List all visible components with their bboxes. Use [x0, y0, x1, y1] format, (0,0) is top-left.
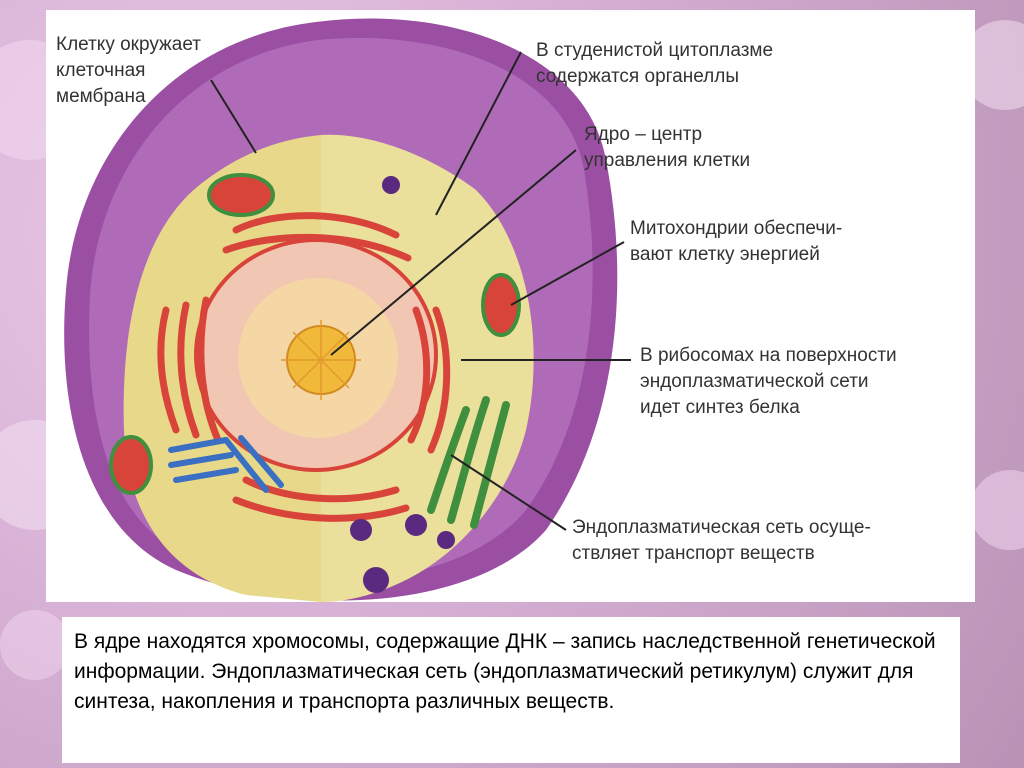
label-er: Эндоплазматическая сеть осуще- ствляет т… [572, 517, 871, 564]
mitochondrion [207, 173, 275, 217]
mitochondria [109, 173, 521, 495]
vesicles [350, 176, 455, 593]
mitochondrion [109, 435, 153, 495]
blossom [0, 610, 70, 680]
rough-er [157, 212, 451, 522]
label-nucleus: Ядро – центр управления клетки [584, 124, 751, 171]
label-ribosomes: В рибосомах на поверхности эндоплазматич… [640, 345, 897, 418]
label-mitochondria: Митохондрии обеспечи- вают клетку энерги… [630, 218, 843, 265]
chromatin-rays [281, 320, 361, 400]
blossom [970, 470, 1024, 550]
leader-lines [210, 51, 631, 531]
smooth-er [427, 396, 510, 529]
mitochondrion [481, 273, 521, 337]
caption-box: В ядре находятся хромосомы, содержащие Д… [62, 617, 960, 763]
cell-diagram-panel: Клетку окружает клеточная мембрана В сту… [46, 10, 975, 602]
cell-diagram [64, 18, 631, 602]
label-membrane: Клетку окружает клеточная мембрана [56, 34, 201, 107]
label-cytoplasm: В студенистой цитоплазме содержатся орга… [536, 40, 774, 87]
golgi-apparatus [168, 435, 284, 493]
caption-text: В ядре находятся хромосомы, содержащие Д… [74, 630, 936, 713]
